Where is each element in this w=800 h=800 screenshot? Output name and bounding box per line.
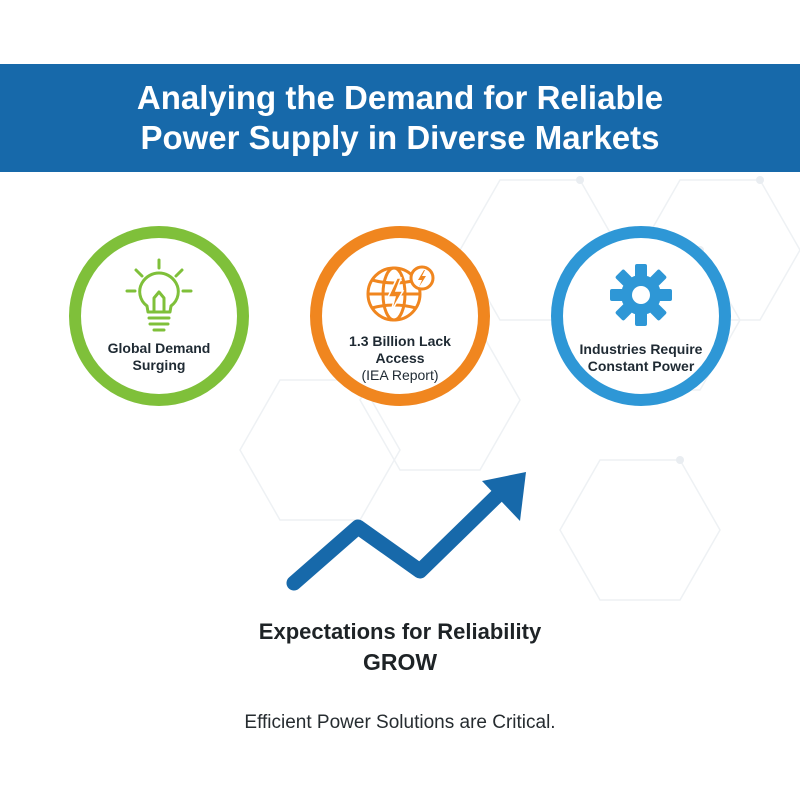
footer-statement: Efficient Power Solutions are Critical. [244,712,556,733]
upward-trend-arrow-icon [286,472,526,591]
lack-access-card: 1.3 Billion Lack Access (IEA Report) [310,226,490,406]
card-label-text: 1.3 Billion Lack Access [349,333,451,366]
card-label: Global Demand Surging [107,340,211,373]
title-line-1: Analying the Demand for Reliable [136,79,664,116]
globe-lightning-icon [366,265,435,322]
growth-line-2: GROW [362,649,438,675]
card-label: Industries Require Constant Power [579,341,703,374]
title-banner: Analying the Demand for Reliable Power S… [0,64,800,172]
card-label: 1.3 Billion Lack Access (IEA Report) [332,333,468,384]
gear-icon [610,264,672,326]
page-title: Analying the Demand for Reliable Power S… [137,78,663,158]
growth-line-1: Expectations for Reliability [258,619,542,644]
global-demand-card: Global Demand Surging [69,226,249,406]
lightbulb-icon [125,258,193,332]
title-line-2: Power Supply in Diverse Markets [140,119,660,156]
industries-card: Industries Require Constant Power [551,226,731,406]
card-sublabel: (IEA Report) [361,367,439,383]
growth-statement: Expectations for Reliability GROW [0,617,800,677]
